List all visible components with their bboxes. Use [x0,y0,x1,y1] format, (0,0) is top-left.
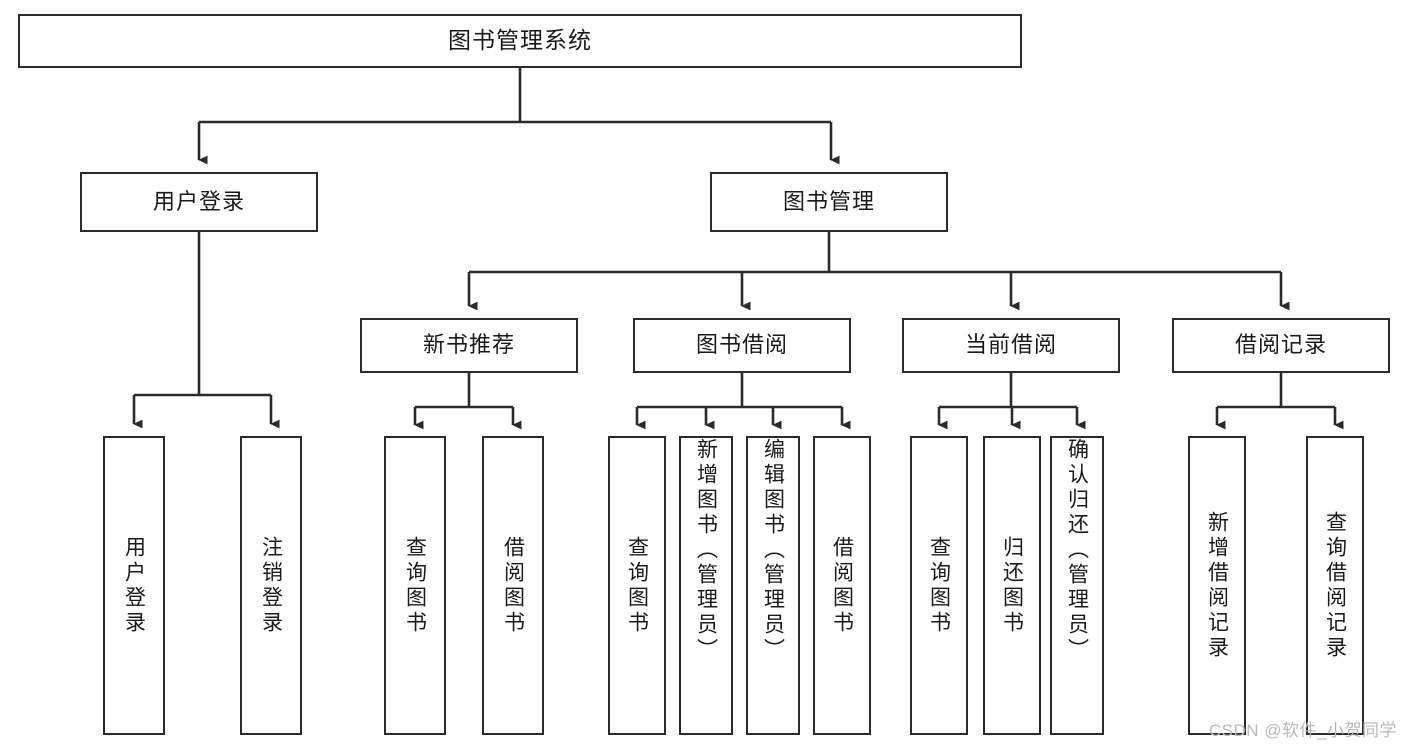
node-leaf-query-book-1-label: 查询图书 [403,535,427,636]
node-leaf-confirm-return[interactable]: 确认归还（管理员） [1050,436,1104,735]
node-leaf-borrow-book-1[interactable]: 借阅图书 [482,436,544,735]
node-new-book-recommend[interactable]: 新书推荐 [360,318,578,373]
node-leaf-query-record-label: 查询借阅记录 [1323,510,1347,661]
node-borrow-record-label: 借阅记录 [1234,332,1327,358]
node-leaf-query-book-3-label: 查询图书 [927,535,951,636]
node-leaf-user-login[interactable]: 用户登录 [103,436,165,735]
node-leaf-add-record-label: 新增借阅记录 [1205,510,1229,661]
node-root-label: 图书管理系统 [448,27,592,54]
node-leaf-add-record[interactable]: 新增借阅记录 [1188,436,1246,735]
csdn-watermark: CSDN @软件_小贺同学 [1208,721,1397,740]
node-leaf-borrow-book-2[interactable]: 借阅图书 [813,436,871,735]
node-book-manage-label: 图书管理 [782,188,875,214]
node-leaf-edit-book-label: 编辑图书（管理员） [761,438,785,663]
node-leaf-query-book-3[interactable]: 查询图书 [910,436,968,735]
node-leaf-return-book[interactable]: 归还图书 [983,436,1041,735]
node-leaf-query-book-2-label: 查询图书 [625,535,649,636]
node-leaf-edit-book[interactable]: 编辑图书（管理员） [746,436,800,735]
node-leaf-query-record[interactable]: 查询借阅记录 [1306,436,1364,735]
node-leaf-add-book[interactable]: 新增图书（管理员） [679,436,733,735]
node-root[interactable]: 图书管理系统 [18,14,1022,68]
node-user-login-label: 用户登录 [152,188,245,214]
node-book-manage[interactable]: 图书管理 [710,172,948,232]
node-leaf-logout-label: 注销登录 [259,535,283,636]
node-leaf-query-book-1[interactable]: 查询图书 [384,436,446,735]
node-current-borrow[interactable]: 当前借阅 [902,318,1120,373]
node-book-borrow[interactable]: 图书借阅 [633,318,851,373]
node-leaf-logout[interactable]: 注销登录 [240,436,302,735]
node-user-login[interactable]: 用户登录 [80,172,318,232]
node-leaf-add-book-label: 新增图书（管理员） [694,438,718,663]
node-current-borrow-label: 当前借阅 [964,332,1057,358]
node-leaf-borrow-book-2-label: 借阅图书 [830,535,854,636]
node-new-book-recommend-label: 新书推荐 [422,332,515,358]
node-borrow-record[interactable]: 借阅记录 [1172,318,1390,373]
node-leaf-borrow-book-1-label: 借阅图书 [501,535,525,636]
node-leaf-query-book-2[interactable]: 查询图书 [608,436,666,735]
node-book-borrow-label: 图书借阅 [695,332,788,358]
node-leaf-return-book-label: 归还图书 [1000,535,1024,636]
node-leaf-confirm-return-label: 确认归还（管理员） [1065,438,1089,663]
node-leaf-user-login-label: 用户登录 [122,535,146,636]
